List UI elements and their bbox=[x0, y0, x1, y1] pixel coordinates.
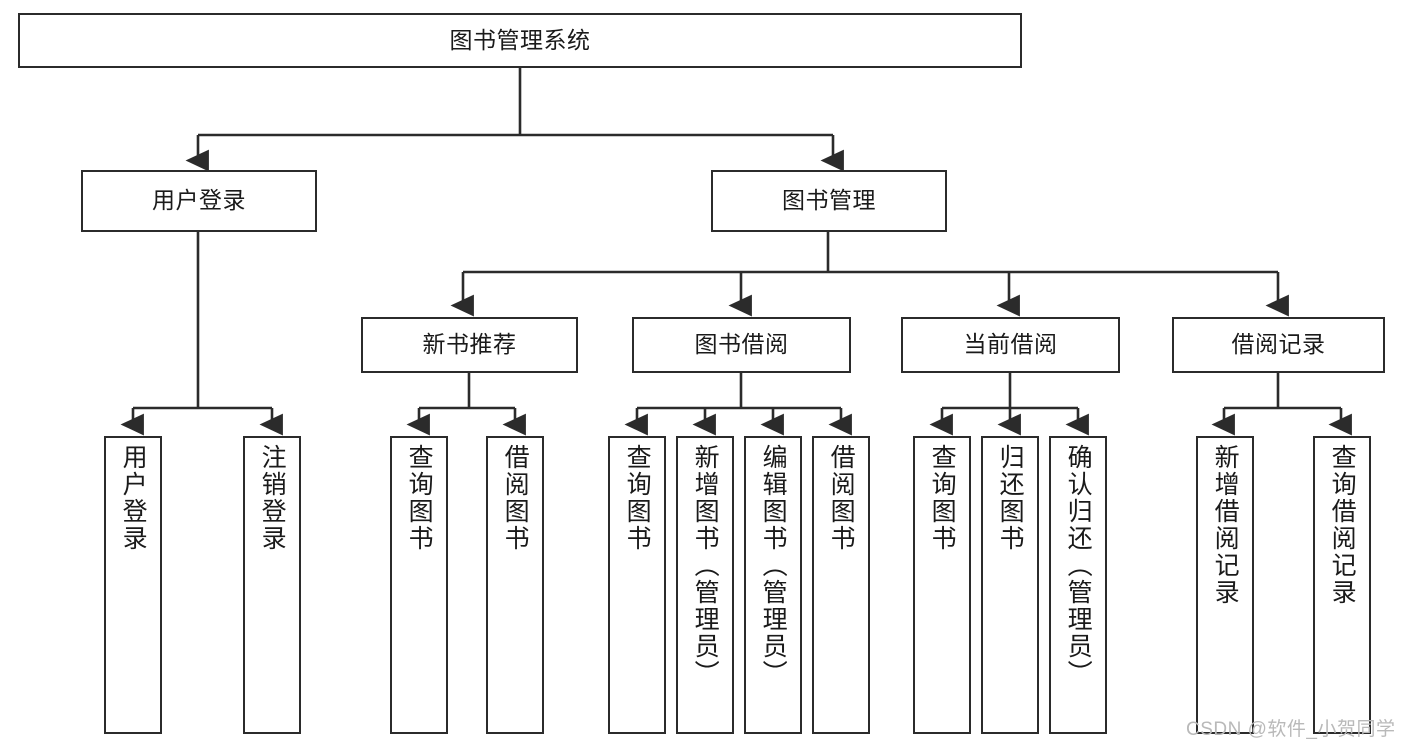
leaf-label: 查询图书 bbox=[623, 444, 652, 552]
leaf-label: 新增图书（管理员） bbox=[691, 444, 720, 687]
node-book-management[interactable]: 图书管理 bbox=[711, 170, 947, 232]
leaf-edit-book-admin[interactable]: 编辑图书（管理员） bbox=[744, 436, 802, 734]
leaf-label: 新增借阅记录 bbox=[1211, 444, 1240, 606]
leaf-label: 查询图书 bbox=[928, 444, 957, 552]
node-user-login[interactable]: 用户登录 bbox=[81, 170, 317, 232]
watermark-text: CSDN @软件_小贺同学 bbox=[1186, 719, 1396, 740]
node-borrow-records[interactable]: 借阅记录 bbox=[1172, 317, 1385, 373]
leaf-confirm-return-admin[interactable]: 确认归还（管理员） bbox=[1049, 436, 1107, 734]
leaf-label: 查询借阅记录 bbox=[1328, 444, 1357, 606]
leaf-query-book-recommend[interactable]: 查询图书 bbox=[390, 436, 448, 734]
node-label: 新书推荐 bbox=[422, 331, 517, 358]
node-book-borrow[interactable]: 图书借阅 bbox=[632, 317, 851, 373]
leaf-query-book-current[interactable]: 查询图书 bbox=[913, 436, 971, 734]
leaf-user-login[interactable]: 用户登录 bbox=[104, 436, 162, 734]
leaf-label: 借阅图书 bbox=[501, 444, 530, 552]
leaf-borrow-book[interactable]: 借阅图书 bbox=[812, 436, 870, 734]
node-label: 图书管理 bbox=[782, 187, 876, 214]
leaf-label: 编辑图书（管理员） bbox=[759, 444, 788, 687]
node-label: 用户登录 bbox=[152, 187, 246, 214]
node-label: 借阅记录 bbox=[1231, 331, 1326, 358]
node-label: 图书借阅 bbox=[694, 331, 789, 358]
leaf-borrow-book-recommend[interactable]: 借阅图书 bbox=[486, 436, 544, 734]
node-book-management-system[interactable]: 图书管理系统 bbox=[18, 13, 1022, 68]
leaf-label: 查询图书 bbox=[405, 444, 434, 552]
leaf-query-borrow-record[interactable]: 查询借阅记录 bbox=[1313, 436, 1371, 734]
leaf-return-book[interactable]: 归还图书 bbox=[981, 436, 1039, 734]
leaf-add-borrow-record[interactable]: 新增借阅记录 bbox=[1196, 436, 1254, 734]
node-new-book-recommend[interactable]: 新书推荐 bbox=[361, 317, 578, 373]
node-current-borrow[interactable]: 当前借阅 bbox=[901, 317, 1120, 373]
leaf-label: 用户登录 bbox=[119, 444, 148, 552]
leaf-query-book[interactable]: 查询图书 bbox=[608, 436, 666, 734]
leaf-label: 确认归还（管理员） bbox=[1064, 444, 1093, 687]
leaf-logout[interactable]: 注销登录 bbox=[243, 436, 301, 734]
leaf-add-book-admin[interactable]: 新增图书（管理员） bbox=[676, 436, 734, 734]
leaf-label: 注销登录 bbox=[258, 444, 287, 552]
leaf-label: 借阅图书 bbox=[827, 444, 856, 552]
leaf-label: 归还图书 bbox=[996, 444, 1025, 552]
node-label: 当前借阅 bbox=[963, 331, 1058, 358]
node-label: 图书管理系统 bbox=[449, 26, 591, 53]
